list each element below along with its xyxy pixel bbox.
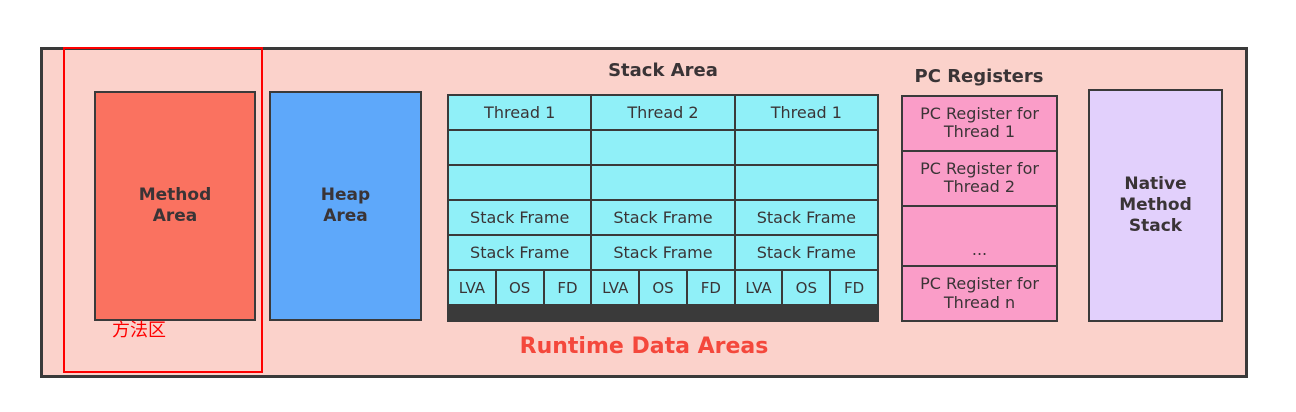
stack-frame-parts-row: LVA OS FD (592, 271, 734, 304)
stack-part-lva: LVA (449, 271, 495, 304)
stack-frame-parts-row: LVA OS FD (735, 271, 877, 304)
pc-register-cell: PC Register for Thread 1 (903, 97, 1056, 150)
stack-empty-cell (592, 131, 734, 164)
stack-frame-cell: Stack Frame (449, 201, 591, 234)
pc-registers-title: PC Registers (914, 66, 1044, 87)
stack-frame-cell: Stack Frame (449, 236, 591, 269)
stack-part-fd: FD (831, 271, 877, 304)
stack-part-fd: FD (544, 271, 591, 304)
stack-part-fd: FD (687, 271, 734, 304)
pc-register-cell: PC Register for Thread 2 (903, 151, 1056, 205)
stack-empty-cell (449, 131, 591, 164)
stack-empty-cell (592, 166, 734, 199)
thread-header: Thread 1 (449, 96, 591, 129)
method-area-block: Method Area (94, 91, 256, 321)
pc-register-ellipsis-cell: ... (903, 206, 1056, 266)
stack-frame-cell: Stack Frame (735, 236, 877, 269)
method-area-annotation-label: 方法区 (112, 320, 166, 341)
stack-part-os: OS (640, 271, 686, 304)
thread-header: Thread 2 (592, 96, 734, 129)
thread-column: Thread 1 Stack Frame Stack Frame LVA OS … (735, 96, 877, 320)
stack-area-grid: Thread 1 Stack Frame Stack Frame LVA OS … (447, 94, 879, 322)
stack-frame-cell: Stack Frame (592, 201, 734, 234)
thread-header: Thread 1 (735, 96, 877, 129)
runtime-data-areas-caption: Runtime Data Areas (519, 334, 769, 359)
stack-part-lva: LVA (592, 271, 639, 304)
stack-part-os: OS (783, 271, 830, 304)
pc-register-cell: PC Register for Thread n (903, 267, 1056, 320)
stack-part-os: OS (496, 271, 543, 304)
stack-empty-cell (449, 166, 591, 199)
native-method-stack-block: Native Method Stack (1088, 89, 1223, 322)
stack-empty-cell (735, 131, 877, 164)
stack-part-lva: LVA (735, 271, 782, 304)
pc-registers-group: PC Register for Thread 1 PC Register for… (901, 95, 1058, 322)
stack-frame-parts-row: LVA OS FD (449, 271, 591, 304)
stack-frame-cell: Stack Frame (735, 201, 877, 234)
stack-empty-cell (735, 166, 877, 199)
thread-column: Thread 2 Stack Frame Stack Frame LVA OS … (592, 96, 734, 320)
stack-area-title: Stack Area (608, 60, 718, 81)
stack-frame-cell: Stack Frame (592, 236, 734, 269)
heap-area-block: Heap Area (269, 91, 422, 321)
thread-column: Thread 1 Stack Frame Stack Frame LVA OS … (449, 96, 591, 320)
method-area-annotation-box (63, 47, 263, 373)
